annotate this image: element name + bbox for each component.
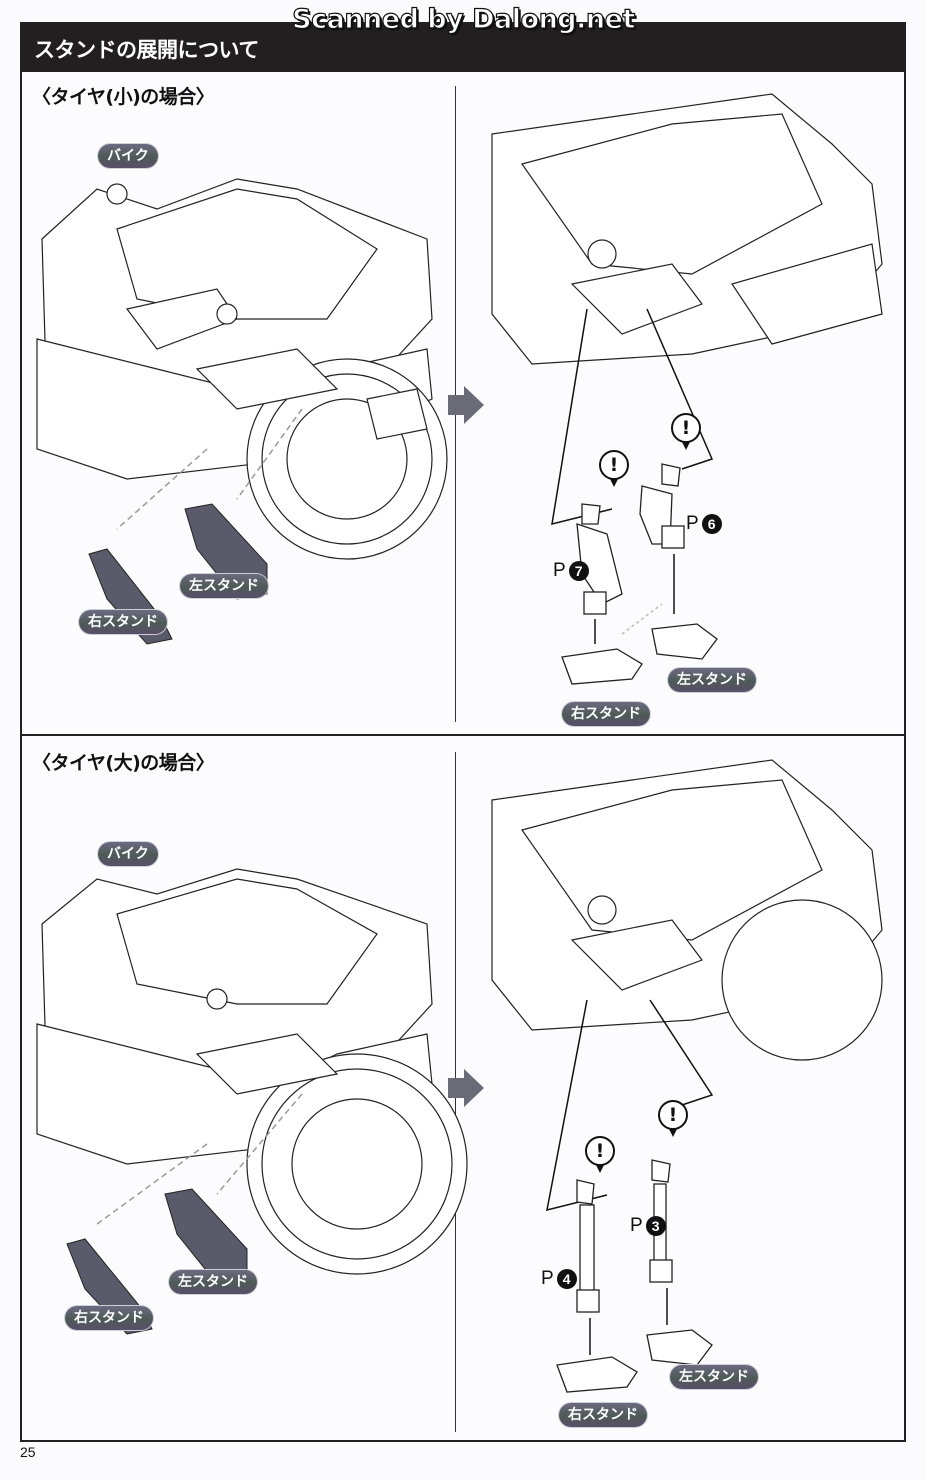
page-title: スタンドの展開について (34, 38, 259, 62)
part-label-p6: P 6 (686, 513, 722, 535)
bike-label: バイク (98, 144, 158, 168)
bike-illustration-large-tire: バイク 左スタンド 右スタンド (22, 824, 468, 1424)
part-label-p3: P 3 (630, 1215, 666, 1237)
left-stand-label: 左スタンド (180, 574, 268, 598)
part-label-p7: P 7 (553, 560, 589, 582)
bike-illustration-small-tire: バイク 左スタンド (22, 124, 452, 724)
watermark: Scanned by Dalong.net (292, 3, 636, 35)
part-number-badge: 7 (568, 561, 589, 581)
bike-drawing (36, 178, 448, 645)
warning-icon-p3: ! (658, 1100, 688, 1137)
page-number: 25 (20, 1444, 36, 1460)
stand-assembly-large-tire: ! ! P 4 P 3 左スタンド (462, 759, 902, 1430)
part-prefix: P (630, 1215, 643, 1236)
instruction-frame: スタンドの展開について 〈タイヤ(小)の場合〉 バイク (20, 22, 906, 1442)
part-number-badge: 3 (645, 1216, 666, 1236)
bike-closeup-drawing (491, 759, 883, 1061)
part-prefix: P (553, 560, 566, 581)
left-stand-label: 左スタンド (169, 1270, 257, 1294)
part-prefix: P (541, 1268, 554, 1289)
section-title-large-tire: 〈タイヤ(大)の場合〉 (32, 752, 215, 774)
bike-label: バイク (98, 842, 158, 866)
part-number-badge: 4 (556, 1269, 577, 1289)
bike-closeup-drawing (491, 93, 883, 365)
stand-parts-drawing (556, 1159, 713, 1393)
left-stand-label: 左スタンド (668, 668, 756, 692)
right-stand-label: 右スタンド (65, 1306, 153, 1330)
bike-drawing (36, 868, 468, 1335)
right-stand-label: 右スタンド (79, 610, 167, 634)
part-number-badge: 6 (701, 514, 722, 534)
left-stand-label: 左スタンド (670, 1365, 758, 1389)
header-bar: スタンドの展開について (22, 24, 904, 72)
section-title-small-tire: 〈タイヤ(小)の場合〉 (32, 86, 215, 108)
stand-parts-drawing (561, 463, 718, 685)
stand-assembly-small-tire: ! ! P 7 P 6 左 (462, 93, 902, 726)
right-stand-label: 右スタンド (559, 1403, 647, 1427)
warning-icon-p7: ! (599, 450, 629, 487)
warning-icon-p4: ! (585, 1136, 615, 1173)
section-divider (22, 734, 904, 736)
warning-icon-p6: ! (671, 413, 701, 450)
part-prefix: P (686, 513, 699, 534)
right-stand-label: 右スタンド (562, 702, 650, 726)
part-label-p4: P 4 (541, 1268, 577, 1290)
